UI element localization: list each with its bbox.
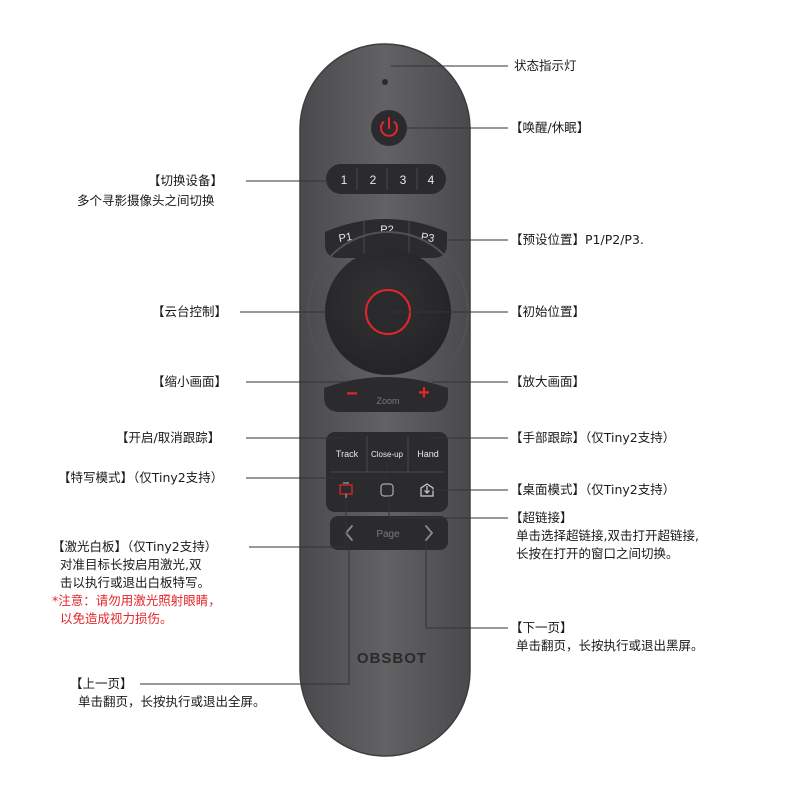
leader-laser — [249, 498, 347, 548]
track-button[interactable]: Track — [336, 449, 359, 459]
closeup-button[interactable]: Close-up — [371, 450, 404, 459]
label-laser-desc2: 击以执行或退出白板特写。 — [60, 575, 211, 590]
label-next-page-desc: 单击翻页，长按执行或退出黑屏。 — [516, 638, 704, 653]
label-hand-track: 【手部跟踪】（仅Tiny2支持） — [510, 430, 676, 445]
label-prev-page-desc: 单击翻页，长按执行或退出全屏。 — [78, 694, 266, 709]
label-laser-warning2: 以免造成视力损伤。 — [60, 611, 173, 626]
label-preset: 【预设位置】P1/P2/P3. — [510, 232, 644, 247]
label-laser-desc1: 对准目标长按启用激光,双 — [60, 557, 202, 572]
preset-button-p1[interactable]: P1 — [338, 231, 353, 245]
label-next-page-title: 【下一页】 — [510, 620, 573, 635]
leader-prev-page — [140, 541, 350, 685]
zoom-out-button[interactable]: − — [346, 383, 358, 405]
label-hyperlink-desc2: 长按在打开的窗口之间切换。 — [516, 546, 679, 561]
device-button-3[interactable]: 3 — [400, 173, 407, 187]
label-home: 【初始位置】 — [510, 304, 586, 319]
label-prev-page-title: 【上一页】 — [70, 676, 133, 691]
leader-lines — [140, 65, 508, 685]
zoom-in-button[interactable]: + — [418, 382, 430, 404]
device-switch-bar: 1 2 3 4 — [326, 164, 446, 194]
zoom-label: Zoom — [376, 396, 399, 406]
laser-whiteboard-icon[interactable] — [339, 482, 353, 498]
page-bar: Page — [330, 516, 448, 550]
label-zoom-in: 【放大画面】 — [510, 374, 586, 389]
label-prev-page: 【上一页】 单击翻页，长按执行或退出全屏。 — [70, 675, 266, 711]
leader-next-page — [425, 541, 508, 629]
zoom-bar: − Zoom + — [324, 377, 448, 412]
brand-logo: OBSBOT — [357, 650, 427, 667]
preset-bar: P1 P2 P3 — [325, 219, 447, 258]
label-wake-sleep: 【唤醒/休眠】 — [510, 120, 590, 135]
power-button[interactable] — [371, 110, 407, 146]
page-label: Page — [376, 529, 400, 540]
leader-closeup — [246, 463, 388, 479]
desk-mode-icon[interactable] — [420, 483, 434, 497]
label-zoom-out: 【缩小画面】 — [152, 374, 228, 389]
status-indicator-light — [382, 79, 388, 85]
label-laser-warning1: *注意：请勿用激光照射眼睛， — [52, 593, 221, 608]
label-next-page: 【下一页】 单击翻页，长按执行或退出黑屏。 — [510, 619, 704, 655]
preset-button-p2[interactable]: P2 — [380, 224, 393, 236]
label-closeup-mode: 【特写模式】（仅Tiny2支持） — [58, 470, 224, 485]
label-desk-mode: 【桌面模式】（仅Tiny2支持） — [510, 482, 676, 497]
next-page-button[interactable] — [425, 525, 434, 541]
preset-button-p3[interactable]: P3 — [420, 231, 435, 245]
label-laser: 【激光白板】（仅Tiny2支持） 对准目标长按启用激光,双 击以执行或退出白板特… — [52, 538, 221, 628]
label-switch-device-title: 【切换设备】 — [148, 173, 224, 188]
label-laser-title: 【激光白板】（仅Tiny2支持） — [52, 539, 218, 554]
label-hyperlink-title: 【超链接】 — [510, 510, 573, 525]
hyperlink-button[interactable] — [380, 483, 394, 497]
label-hyperlink: 【超链接】 单击选择超链接,双击打开超链接, 长按在打开的窗口之间切换。 — [510, 509, 699, 563]
label-status-light: 状态指示灯 — [514, 58, 577, 73]
label-switch-device-desc: 多个寻影摄像头之间切换 — [77, 193, 215, 208]
power-icon — [380, 121, 398, 137]
gimbal-control-pad[interactable] — [325, 249, 451, 375]
label-switch-device: 【切换设备】 — [148, 172, 223, 190]
label-gimbal: 【云台控制】 — [152, 304, 228, 319]
label-hyperlink-desc1: 单击选择超链接,双击打开超链接, — [516, 528, 699, 543]
leader-hyperlink — [388, 496, 508, 519]
device-button-4[interactable]: 4 — [428, 173, 435, 187]
hand-button[interactable]: Hand — [417, 449, 439, 459]
label-track-toggle: 【开启/取消跟踪】 — [116, 430, 221, 445]
device-button-1[interactable]: 1 — [341, 173, 348, 187]
device-button-2[interactable]: 2 — [370, 173, 377, 187]
